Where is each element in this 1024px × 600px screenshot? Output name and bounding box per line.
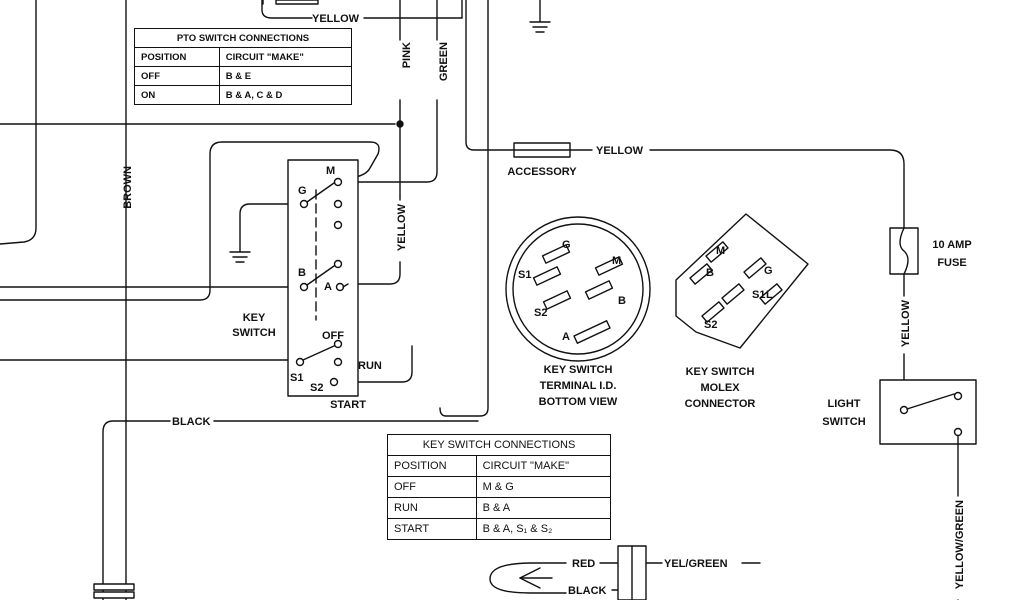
accessory-feed-wire [465,0,515,151]
key-row-circuit: B & A, S₁ & S₂ [475,518,612,540]
pto-row-position: ON [134,85,220,105]
molex-terminal-l: L [766,289,773,301]
key-row-position: RUN [387,497,477,519]
label-start: START [330,399,366,411]
label-molex-2: MOLEX [700,382,740,394]
label-accessory: ACCESSORY [507,166,577,178]
yellow-top-wire [261,0,313,19]
key-row-position: START [387,518,477,540]
round-terminal-m: M [612,255,621,267]
label-fuse-1: 10 AMP [932,239,971,251]
key-ground-left [229,239,251,263]
label-molex-1: KEY SWITCH [686,366,755,378]
label-yellow-key: YELLOW [396,203,408,251]
label-yellow-green: YELLOW/GREEN [954,500,966,589]
green-wire-lower [347,99,438,183]
label-key-1: KEY [243,312,266,324]
label-black-horizontal: BLACK [172,416,211,428]
molex-terminal-b: B [706,267,714,279]
light-switch-box [879,379,977,445]
bottom-red-wire [489,562,567,594]
key-terminal-s2: S2 [310,382,323,394]
ten-amp-fuse-link [899,227,909,275]
pto-row-circuit: B & A, C & D [218,85,353,105]
key-terminal-b: B [298,267,306,279]
label-light-2: SWITCH [822,416,865,428]
wire-to-key-s2 [335,345,413,383]
pto-header-position: POSITION [134,47,220,67]
junction-dot [396,120,404,128]
key-row-circuit: M & G [475,476,612,498]
key-row-position: OFF [387,476,477,498]
label-fuse-2: FUSE [937,257,966,269]
molex-terminal-g: G [764,265,773,277]
pto-header-circuit: CIRCUIT "MAKE" [218,47,353,67]
round-terminal-a: A [562,331,570,343]
label-terminal-3: BOTTOM VIEW [539,396,618,408]
pto-table-title: PTO SWITCH CONNECTIONS [134,28,352,48]
label-molex-3: CONNECTOR [685,398,756,410]
black-wire-vertical [102,420,171,600]
outer-loop-wire [439,0,489,417]
table-row: OFF B & E [134,66,353,86]
label-pink: PINK [401,42,413,68]
label-off: OFF [322,330,344,342]
wire-to-key-g [239,203,305,241]
label-yellow-accessory: YELLOW [596,145,644,157]
top-ground [529,0,551,33]
label-yellow-fuse: YELLOW [900,299,912,347]
molex-terminal-s1: S1 [752,289,765,301]
key-terminal-s1: S1 [290,372,303,384]
label-red: RED [572,558,595,570]
label-green: GREEN [438,42,450,81]
label-yellow-top: YELLOW [312,13,360,25]
label-light-1: LIGHT [828,398,861,410]
key-switch-box [287,159,359,397]
round-terminal-s2: S2 [534,307,547,319]
left-wire-outer [0,0,37,245]
key-terminal-a: A [324,281,332,293]
key-table-title: KEY SWITCH CONNECTIONS [387,434,611,456]
key-header-position: POSITION [387,455,477,477]
label-terminal-2: TERMINAL I.D. [540,380,617,392]
label-run: RUN [358,360,382,372]
molex-terminal-s2: S2 [704,319,717,331]
wire-loop-m [0,141,380,301]
label-terminal-1: KEY SWITCH [544,364,613,376]
pto-row-position: OFF [134,66,220,86]
pto-row-circuit: B & E [218,66,353,86]
table-row: OFF M & G [387,476,612,498]
round-terminal-g: G [562,239,571,251]
yellow-key-wire-lower [347,261,401,285]
key-header-circuit: CIRCUIT "MAKE" [475,455,612,477]
key-row-circuit: B & A [475,497,612,519]
label-black-bottom: BLACK [568,585,607,597]
table-row: ON B & A, C & D [134,85,353,105]
key-switch-table: KEY SWITCH CONNECTIONS POSITION CIRCUIT … [387,434,612,540]
label-brown: BROWN [122,166,134,209]
label-yel-green: YEL/GREEN [664,558,728,570]
terminal-id-circle [505,216,651,362]
molex-terminal-m: M [716,245,725,257]
pto-switch-table: PTO SWITCH CONNECTIONS POSITION CIRCUIT … [134,28,353,105]
key-terminal-m: M [326,165,335,177]
round-terminal-s1: S1 [518,269,531,281]
table-row: START B & A, S₁ & S₂ [387,518,612,540]
bottom-left-connector [93,583,135,591]
label-key-2: SWITCH [232,327,275,339]
round-terminal-b: B [618,295,626,307]
table-row: RUN B & A [387,497,612,519]
key-terminal-g: G [298,185,307,197]
accessory-yellow-wire-right [649,149,905,229]
